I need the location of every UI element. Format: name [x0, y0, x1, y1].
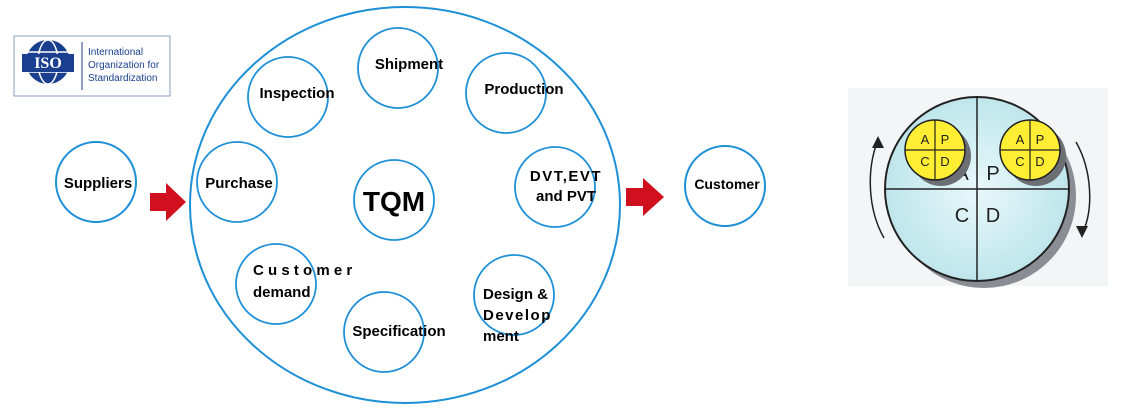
specification-label: Specification	[352, 323, 445, 340]
production-node: Production	[465, 52, 564, 134]
shipment-node: Shipment	[357, 27, 443, 109]
pdca-big-p: P	[986, 163, 999, 185]
tqm-label: TQM	[363, 186, 425, 217]
pdca-small-c: C	[1015, 154, 1024, 169]
pdca-small-p: P	[1036, 132, 1045, 147]
iso-mark: ISO	[34, 55, 62, 72]
dvt-label-line-2: and PVT	[536, 188, 596, 205]
purchase-node: Purchase	[196, 141, 278, 223]
pdca-cycle-illustration: A P C D A P C D A P C D	[848, 88, 1108, 288]
dvt-node: DVT,EVT and PVT	[514, 146, 602, 228]
arrow-right-icon	[626, 178, 664, 216]
iso-line-2: Organization for	[88, 60, 160, 71]
purchase-label: Purchase	[205, 175, 273, 192]
iso-line-1: International	[88, 47, 143, 58]
customer-node: Customer	[684, 145, 766, 227]
pdca-small-a: A	[921, 132, 930, 147]
pdca-big-c: C	[955, 205, 969, 227]
pdca-big-d: D	[986, 205, 1000, 227]
customer-demand-label-line-1: C u s t o m e r	[253, 262, 352, 279]
shipment-label: Shipment	[375, 56, 443, 73]
customer-demand-node: C u s t o m e r demand	[235, 243, 352, 325]
inspection-label: Inspection	[259, 85, 334, 102]
design-development-node: Design & Develop ment	[473, 254, 555, 345]
pdca-small-cycle-right: A P C D	[999, 119, 1066, 186]
specification-node: Specification	[343, 291, 446, 373]
suppliers-label: Suppliers	[64, 175, 132, 192]
pdca-small-cycle-left: A P C D	[904, 119, 971, 186]
design-label-line-3: ment	[483, 328, 519, 345]
pdca-small-d: D	[1035, 154, 1044, 169]
design-label-line-1: Design &	[483, 286, 548, 303]
dvt-label-line-1: DVT,EVT	[530, 168, 602, 185]
customer-label: Customer	[694, 176, 760, 192]
pdca-small-d: D	[940, 154, 949, 169]
iso-logo: ISO International Organization for Stand…	[13, 35, 171, 97]
iso-line-3: Standardization	[88, 73, 158, 84]
inspection-node: Inspection	[247, 56, 335, 138]
suppliers-node: Suppliers	[55, 141, 137, 223]
design-label-line-2: Develop	[483, 307, 552, 324]
pdca-small-c: C	[920, 154, 929, 169]
customer-demand-label-line-2: demand	[253, 284, 311, 301]
production-label: Production	[484, 81, 563, 98]
tqm-node: TQM	[353, 159, 435, 241]
pdca-small-a: A	[1016, 132, 1025, 147]
arrow-right-icon	[150, 183, 186, 221]
rotate-arrow-icon	[869, 139, 885, 239]
pdca-small-p: P	[941, 132, 950, 147]
